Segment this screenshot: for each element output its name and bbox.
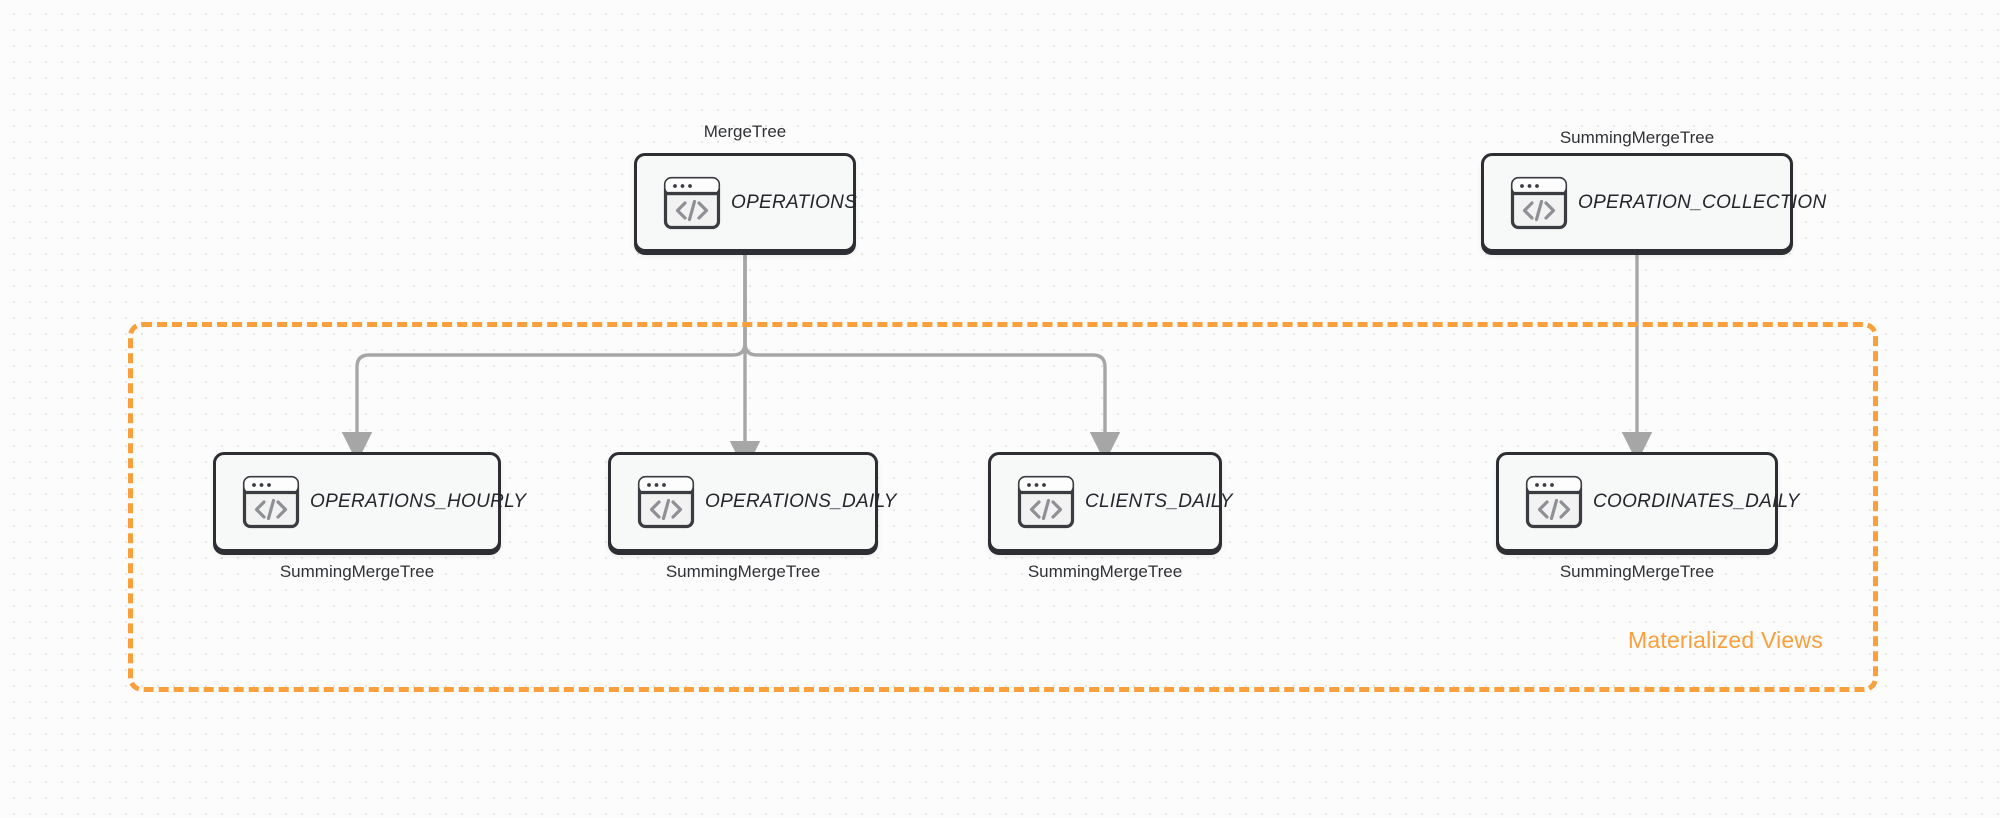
node-operations-daily[interactable]: OPERATIONS_DAILY	[608, 452, 896, 552]
node-label-operations-daily: OPERATIONS_DAILY	[705, 491, 897, 512]
node-label-clients-daily: CLIENTS_DAILY	[1085, 491, 1233, 512]
node-label-operations: OPERATIONS	[731, 191, 858, 213]
node-operation-collection[interactable]: OPERATION_COLLECTION	[1481, 153, 1826, 252]
node-operations[interactable]: OPERATIONS	[634, 153, 857, 252]
engine-caption-coordinates-daily: SummingMergeTree	[1559, 562, 1715, 581]
node-label-coordinates-daily: COORDINATES_DAILY	[1593, 491, 1800, 512]
node-label-operation-collection: OPERATION_COLLECTION	[1578, 191, 1827, 213]
node-coordinates-daily[interactable]: COORDINATES_DAILY	[1496, 452, 1799, 552]
code-window-icon	[1017, 475, 1075, 529]
code-window-icon	[637, 475, 695, 529]
engine-caption-clients-daily: SummingMergeTree	[1027, 562, 1183, 581]
materialized-views-group-label: Materialized Views	[1628, 627, 1823, 653]
code-window-icon	[663, 176, 721, 230]
node-clients-daily[interactable]: CLIENTS_DAILY	[988, 452, 1233, 552]
engine-caption-operations-daily: SummingMergeTree	[665, 562, 821, 581]
engine-caption-operation-collection: SummingMergeTree	[1559, 128, 1715, 147]
node-operations-hourly[interactable]: OPERATIONS_HOURLY	[213, 452, 526, 552]
code-window-icon	[1510, 176, 1568, 230]
code-window-icon	[1525, 475, 1583, 529]
code-window-icon	[242, 475, 300, 529]
node-label-operations-hourly: OPERATIONS_HOURLY	[310, 491, 527, 512]
engine-caption-operations: MergeTree	[703, 122, 787, 141]
engine-caption-operations-hourly: SummingMergeTree	[279, 562, 435, 581]
materialized-views-group	[128, 322, 1878, 692]
